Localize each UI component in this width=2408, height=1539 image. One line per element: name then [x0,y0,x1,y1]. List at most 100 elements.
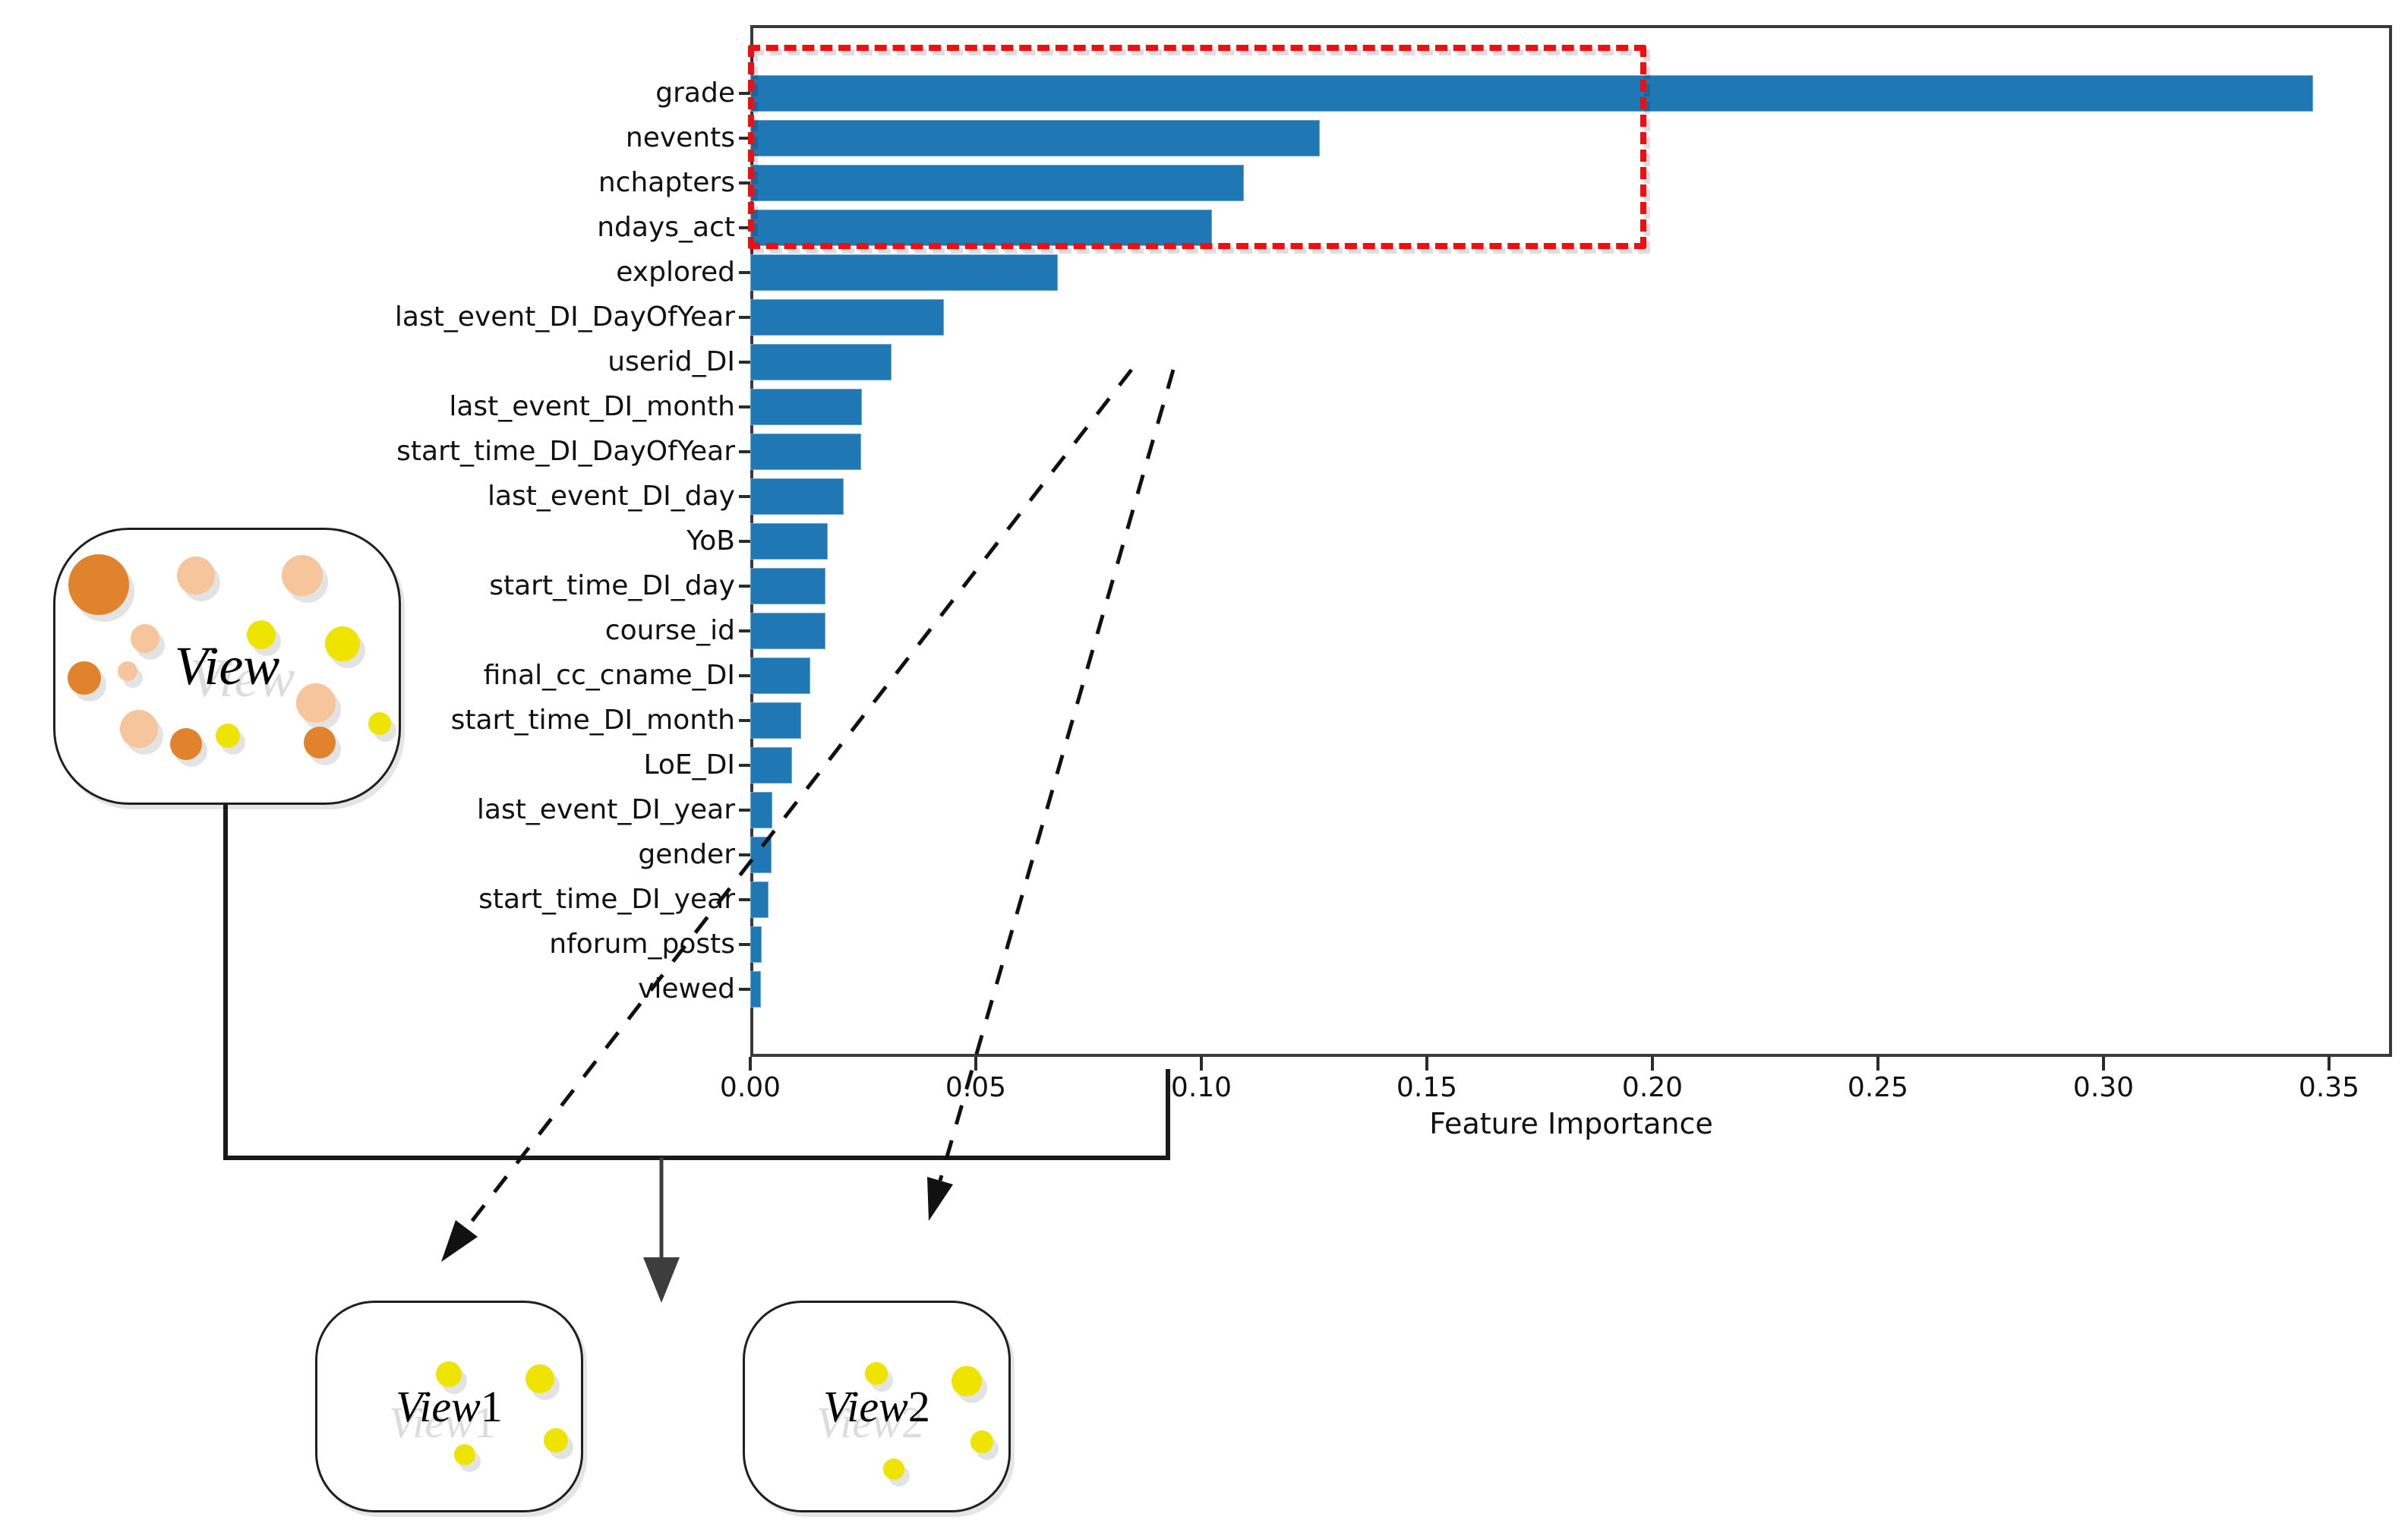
x-tick [1651,1057,1654,1071]
top-features-highlight-box [748,45,1646,249]
bar-last_event_DI_day [750,478,844,515]
x-tick-label: 0.20 [1621,1072,1684,1103]
view-box: View [53,528,401,805]
data-point-dot [170,728,202,760]
bar-ndays_act [750,210,1212,246]
data-point-dot [544,1428,568,1452]
x-tick [2102,1057,2105,1071]
data-point-dot [68,554,129,615]
bar-nevents [750,120,1320,156]
y-tick [739,92,750,95]
bar-start_time_DI_DayOfYear [750,434,861,470]
x-tick [749,1057,752,1071]
data-point-dot [865,1362,888,1385]
y-tick [739,853,750,856]
data-point-dot [296,683,336,723]
bar-grade [750,75,2313,112]
y-tick [739,540,750,543]
bar-explored [750,254,1058,291]
bar-last_event_DI_month [750,389,862,425]
data-point-dot [131,624,159,653]
data-point-dot [247,620,276,649]
y-tick [739,361,750,364]
y-tick [739,764,750,767]
bar-start_time_DI_day [750,568,825,604]
y-tick [739,988,750,991]
data-point-dot [436,1361,462,1387]
bar-nchapters [750,165,1244,201]
data-point-dot [883,1459,904,1480]
x-tick [2328,1057,2331,1071]
y-label-explored: explored [616,257,735,288]
data-point-dot [304,727,336,758]
x-tick-label: 0.30 [2072,1072,2135,1103]
y-tick [739,943,750,946]
bar-YoB [750,523,828,560]
y-label-userid_DI: userid_DI [608,346,735,377]
y-tick [739,585,750,588]
data-point-dot [68,661,101,695]
y-tick [739,719,750,722]
y-tick [739,405,750,408]
data-point-dot [970,1430,993,1453]
x-tick [1200,1057,1203,1071]
y-tick [739,226,750,229]
bar-userid_DI [750,344,892,380]
y-label-nchapters: nchapters [598,167,735,198]
y-label-nevents: nevents [625,122,735,153]
x-tick-label: 0.10 [1170,1072,1232,1103]
y-label-viewed: viewed [638,973,735,1004]
x-tick-label: 0.25 [1847,1072,1909,1103]
y-label-start_time_DI_year: start_time_DI_year [478,884,735,915]
x-tick-label: 0.35 [2298,1072,2360,1103]
y-tick [739,674,750,677]
y-tick [739,181,750,184]
bar-start_time_DI_year [750,881,768,918]
data-point-dot [368,712,391,735]
y-tick [739,271,750,274]
bar-LoE_DI [750,747,792,784]
y-tick [739,809,750,812]
bar-viewed [750,971,761,1008]
data-point-dot [282,555,323,596]
x-axis-title: Feature Importance [1429,1107,1713,1140]
bar-last_event_DI_year [750,792,772,828]
y-tick [739,495,750,498]
y-tick [739,629,750,632]
bar-gender [750,837,772,873]
x-tick-label: 0.15 [1396,1072,1458,1103]
y-tick [739,898,750,901]
bar-final_cc_cname_DI [750,658,810,694]
y-tick [739,316,750,319]
bar-start_time_DI_month [750,702,801,739]
x-tick [974,1057,977,1071]
solid-down-arrowhead-icon [643,1257,680,1303]
y-label-last_event_DI_DayOfYear: last_event_DI_DayOfYear [394,301,735,333]
data-point-dot [952,1366,982,1396]
x-tick [1425,1057,1428,1071]
bar-nforum_posts [750,926,762,963]
data-point-dot [120,710,158,748]
y-label-last_event_DI_month: last_event_DI_month [449,391,735,422]
y-label-start_time_DI_DayOfYear: start_time_DI_DayOfYear [396,436,735,467]
data-point-dot [216,724,240,748]
dashed-arrowhead-view2-icon [927,1177,953,1221]
y-label-ndays_act: ndays_act [597,212,735,243]
data-point-dot [325,626,360,661]
dashed-arrowhead-view1-icon [441,1220,478,1262]
bar-last_event_DI_DayOfYear [750,299,944,336]
bar-course_id [750,613,825,649]
y-label-last_event_DI_day: last_event_DI_day [487,481,735,512]
data-point-dot [177,557,215,594]
y-label-grade: grade [655,77,735,109]
data-point-dot [454,1444,475,1465]
y-tick [739,450,750,453]
data-point-dot [118,661,137,681]
y-label-nforum_posts: nforum_posts [549,929,735,960]
x-tick-label: 0.05 [945,1072,1007,1103]
